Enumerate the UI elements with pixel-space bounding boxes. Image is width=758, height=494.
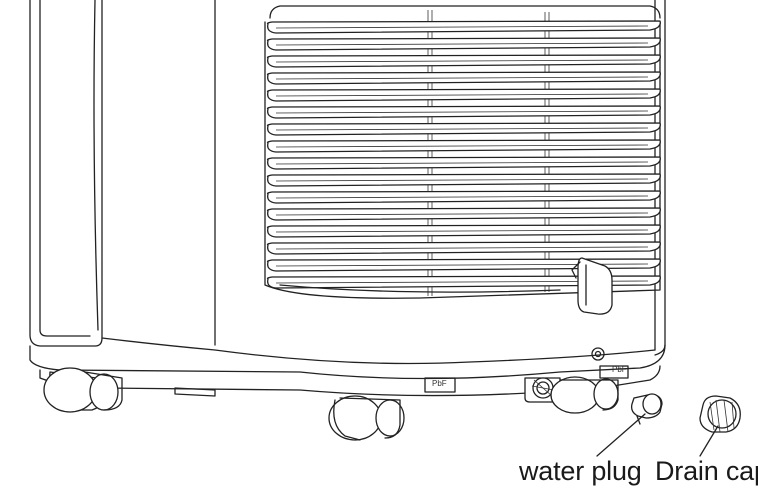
hose-hook (571, 257, 613, 315)
water-plug-icon (630, 393, 663, 425)
foot-left (174, 387, 216, 397)
grille-louver-shade (275, 76, 649, 80)
drain-cap-leader-line (699, 425, 719, 457)
caster-wheel-rear-right (550, 376, 619, 414)
caster-wheel-front-left (43, 367, 123, 413)
drain-cap-icon (699, 395, 741, 433)
water-plug-leader-line (596, 413, 646, 457)
caster-wheel-front-center (328, 395, 405, 441)
svg-text:PbF: PbF (432, 379, 447, 388)
grille-louver-shade (275, 144, 649, 148)
grille-louver-shade (275, 195, 649, 199)
grille-louver-shade (275, 42, 649, 46)
grille-louver-shade (275, 229, 649, 233)
grille-louver-shade (275, 178, 649, 182)
svg-text:PbF: PbF (612, 365, 627, 374)
grille-louver-shade (275, 93, 649, 97)
grille-louver-shade (275, 59, 649, 63)
grille-louver-shade (275, 212, 649, 216)
drain-cap-label: Drain cap (655, 456, 758, 486)
air-grille (264, 5, 661, 299)
water-plug-label: water plug (519, 456, 642, 486)
grille-louver-shade (275, 161, 649, 165)
bottom-bracket: PbF PbF (424, 347, 629, 393)
grille-louver-shade (275, 110, 649, 114)
grille-louver-shade (275, 25, 649, 29)
grille-louver-shade (275, 127, 649, 131)
grille-louver-shade (275, 246, 649, 250)
